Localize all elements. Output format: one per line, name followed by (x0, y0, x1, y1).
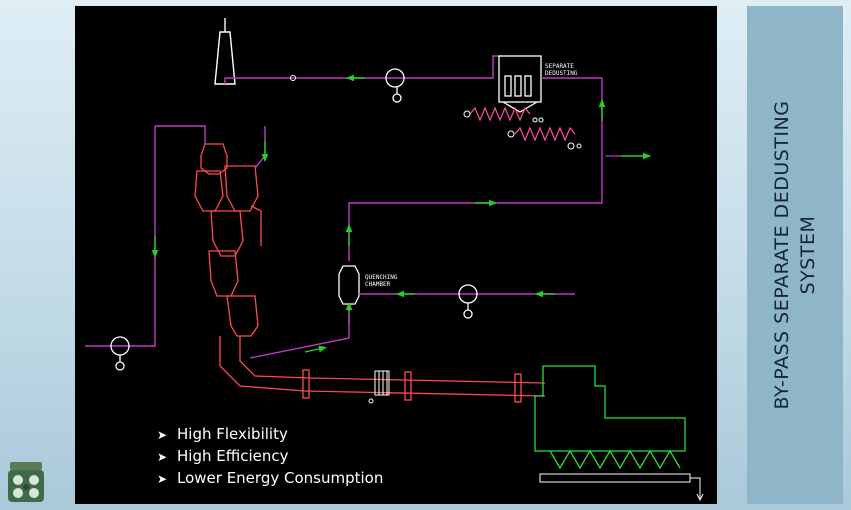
fan-icon (458, 284, 478, 319)
title-bar: BY-PASS SEPARATE DEDUSTING SYSTEM (747, 6, 843, 504)
process-flow-diagram: SEPARATE DEDUSTING (85, 18, 704, 502)
kiln-icon (302, 369, 546, 403)
preheater-icon (194, 143, 311, 392)
bullet-arrow-icon: ➤ (157, 450, 168, 464)
feature-text: High Efficiency (177, 447, 289, 465)
fan-icon (110, 336, 130, 371)
separate-dedusting-label-line2: DEDUSTING (545, 70, 578, 77)
conveyor-drives (463, 110, 582, 150)
slide-title-line1: BY-PASS SEPARATE DEDUSTING (771, 100, 793, 410)
bag-filter-icon (498, 55, 542, 113)
feature-text: Lower Energy Consumption (177, 469, 384, 487)
slide-title: BY-PASS SEPARATE DEDUSTING SYSTEM (769, 20, 821, 490)
bullet-arrow-icon: ➤ (157, 428, 168, 442)
quenching-chamber-label-line1: QUENCHING (365, 274, 398, 281)
feature-item: ➤ High Flexibility (157, 424, 383, 446)
slide-title-line2: SYSTEM (797, 215, 819, 295)
feature-text: High Flexibility (177, 425, 288, 443)
quenching-chamber-label: QUENCHING CHAMBER (365, 274, 398, 288)
quench-air-line (345, 290, 575, 324)
bypass-takeoff (249, 311, 350, 359)
cooler-icon (534, 365, 704, 502)
feature-item: ➤ High Efficiency (157, 446, 383, 468)
preheater-gas-line (85, 125, 269, 347)
screw-conveyor-icon (469, 106, 576, 142)
separate-dedusting-label: SEPARATE DEDUSTING (545, 63, 578, 77)
quenching-chamber-label-line2: CHAMBER (365, 281, 391, 288)
bypass-diagram: SEPARATE DEDUSTING (75, 6, 717, 504)
kiln-drive (368, 370, 390, 404)
stack-icon (214, 18, 236, 85)
separate-dedusting-label-line1: SEPARATE (545, 63, 574, 70)
bypass-gas-line (345, 77, 606, 261)
feature-list: ➤ High Flexibility ➤ High Efficiency ➤ Lowe… (157, 424, 383, 490)
feature-item: ➤ Lower Energy Consumption (157, 468, 383, 490)
bullet-arrow-icon: ➤ (157, 472, 168, 486)
exhaust-line (224, 55, 501, 84)
logo-icon (8, 462, 44, 502)
quenching-chamber-icon (338, 265, 360, 311)
fan-icon (385, 68, 405, 103)
